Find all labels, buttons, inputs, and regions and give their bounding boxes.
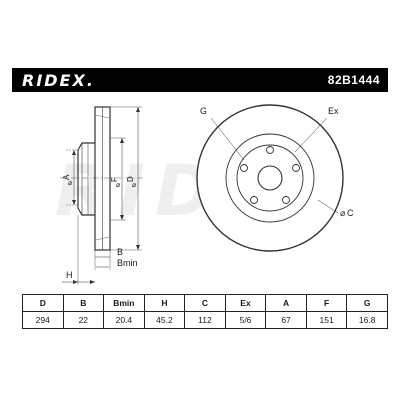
diameter-symbol-a: ⌀	[68, 180, 72, 187]
header-bar: RIDEX. 82B1444	[12, 68, 388, 92]
label-d: D	[126, 176, 135, 182]
specification-table: D B Bmin H C Ex A F G 294 22 20.4 45.2 1…	[22, 294, 388, 329]
diameter-symbol-d: ⌀	[132, 182, 136, 189]
braking-surface-circle	[225, 133, 315, 223]
spec-value-c: 112	[184, 311, 226, 329]
spec-header-ex: Ex	[224, 294, 267, 312]
bolt-hole	[282, 196, 290, 204]
spec-header-row: D B Bmin H C Ex A F G	[22, 294, 388, 312]
part-number: 82B1444	[327, 73, 380, 87]
centre-bore	[257, 165, 283, 191]
bolt-hole	[266, 146, 274, 154]
spec-header-f: F	[305, 294, 348, 312]
label-bmin: Bmin	[117, 258, 138, 268]
spec-value-bmin: 20.4	[103, 311, 145, 329]
spec-value-a: 67	[265, 311, 307, 329]
side-view	[60, 106, 145, 285]
technical-drawing: A F D ⌀ ⌀ ⌀ B Bmin H G Ex ⌀ C	[60, 104, 354, 285]
bolt-hole	[292, 164, 300, 172]
hub-hat-outline	[77, 142, 95, 216]
spec-value-g: 16.8	[346, 311, 388, 329]
brand-logo: RIDEX.	[22, 70, 95, 90]
spec-header-b: B	[62, 294, 105, 312]
spec-header-d: D	[22, 294, 64, 312]
bolt-hole	[240, 164, 248, 172]
label-g: G	[200, 106, 207, 116]
label-b: B	[117, 247, 123, 257]
front-view-labels: G Ex ⌀ C	[200, 106, 354, 218]
spec-value-h: 45.2	[143, 311, 186, 329]
spec-header-c: C	[184, 294, 226, 312]
spec-header-a: A	[265, 294, 307, 312]
label-f: F	[110, 177, 119, 182]
spec-header-g: G	[346, 294, 388, 312]
diameter-symbol-f: ⌀	[116, 182, 120, 189]
bolt-hole	[250, 196, 258, 204]
spec-value-b: 22	[62, 311, 105, 329]
label-h: H	[66, 270, 73, 280]
label-a: A	[62, 174, 71, 180]
diameter-symbol-c: ⌀	[340, 208, 346, 218]
hub-circle	[236, 144, 304, 212]
spec-header-bmin: Bmin	[103, 294, 145, 312]
spec-value-row: 294 22 20.4 45.2 112 5/6 67 151 16.8	[22, 311, 388, 329]
side-view-labels: A F D ⌀ ⌀ ⌀ B Bmin H	[62, 174, 138, 280]
front-view	[196, 104, 344, 252]
disc-outer-circle	[196, 104, 344, 252]
spec-value-d: 294	[22, 311, 64, 329]
spec-header-h: H	[143, 294, 186, 312]
label-c: C	[347, 208, 354, 218]
spec-value-f: 151	[305, 311, 348, 329]
label-ex: Ex	[328, 106, 339, 116]
spec-value-ex: 5/6	[224, 311, 267, 329]
